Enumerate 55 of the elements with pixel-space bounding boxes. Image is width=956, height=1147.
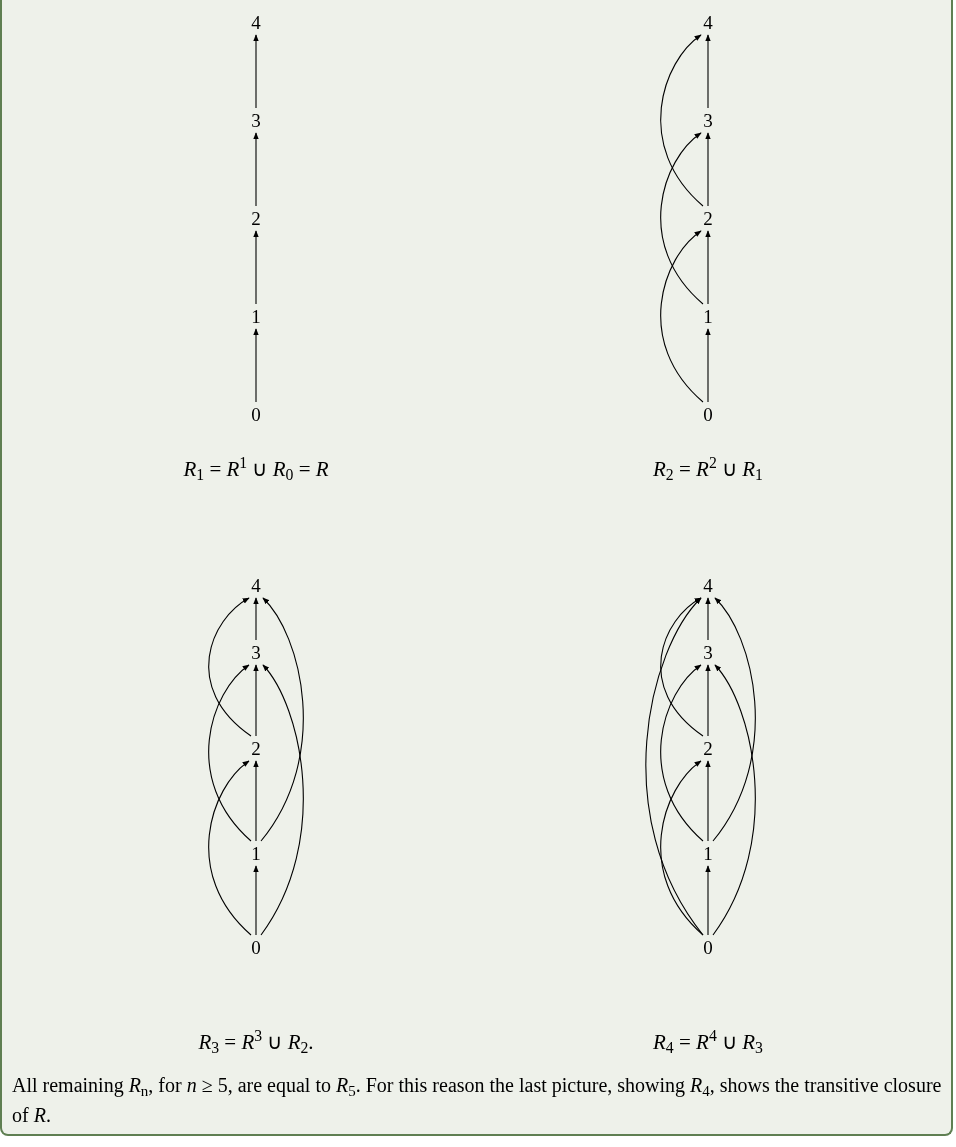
note-paragraph: All remaining R$_{n}$, for n ≥ 5, are equal to R$_{5}$. For this reason the last picture, showing R$_{4}$, shows the transitive closure of R. [12,1073,942,1128]
arrow [253,664,259,737]
arrow [253,760,259,842]
node-label: 2 [248,736,264,760]
arrow [705,230,711,305]
node-label: 2 [700,736,716,760]
node-label: 2 [700,206,716,230]
node-label: 3 [248,108,264,132]
arrow [705,132,711,207]
arrow [660,664,704,842]
node-label: 4 [248,573,264,597]
node-label: 1 [700,304,716,328]
formula-caption: R$_{2}$ = R$^{2}$ ∪ R$_{1}$ [652,454,764,485]
arrow [705,34,711,109]
arrow [260,597,304,842]
node-label: 0 [248,935,264,959]
arrow [705,597,711,641]
arrow [705,664,711,737]
arrow [660,230,704,403]
node-label: 4 [248,10,264,34]
node-label: 3 [700,640,716,664]
arrow [253,597,259,641]
arrow [253,34,259,109]
arrow [253,132,259,207]
arrow [253,230,259,305]
arrow [208,760,252,936]
arrow [712,664,756,936]
node-label: 3 [700,108,716,132]
node-label: 0 [700,935,716,959]
arrow [712,597,756,842]
formula-caption: R$_{1}$ = R$^{1}$ ∪ R$_{0}$ = R [182,454,330,485]
node-label: 1 [248,304,264,328]
arrow [208,597,252,737]
formula-caption: R$_{4}$ = R$^{4}$ ∪ R$_{3}$ [652,1027,764,1058]
arrow [660,132,704,305]
arrow [260,664,304,936]
arrow [660,760,704,936]
arrow [660,597,704,737]
node-label: 4 [700,573,716,597]
arrow [253,865,259,936]
formula-caption: R$_{3}$ = R$^{3}$ ∪ R$_{2}$. [197,1027,315,1058]
arrow [645,597,704,936]
node-label: 2 [248,206,264,230]
arrow [705,328,711,403]
node-label: 3 [248,640,264,664]
arrow [253,328,259,403]
arrow [705,865,711,936]
node-label: 0 [700,402,716,426]
node-label: 1 [700,841,716,865]
node-label: 0 [248,402,264,426]
node-label: 4 [700,10,716,34]
arrow [660,34,704,207]
node-label: 1 [248,841,264,865]
arrow [705,760,711,842]
arrow [208,664,252,842]
